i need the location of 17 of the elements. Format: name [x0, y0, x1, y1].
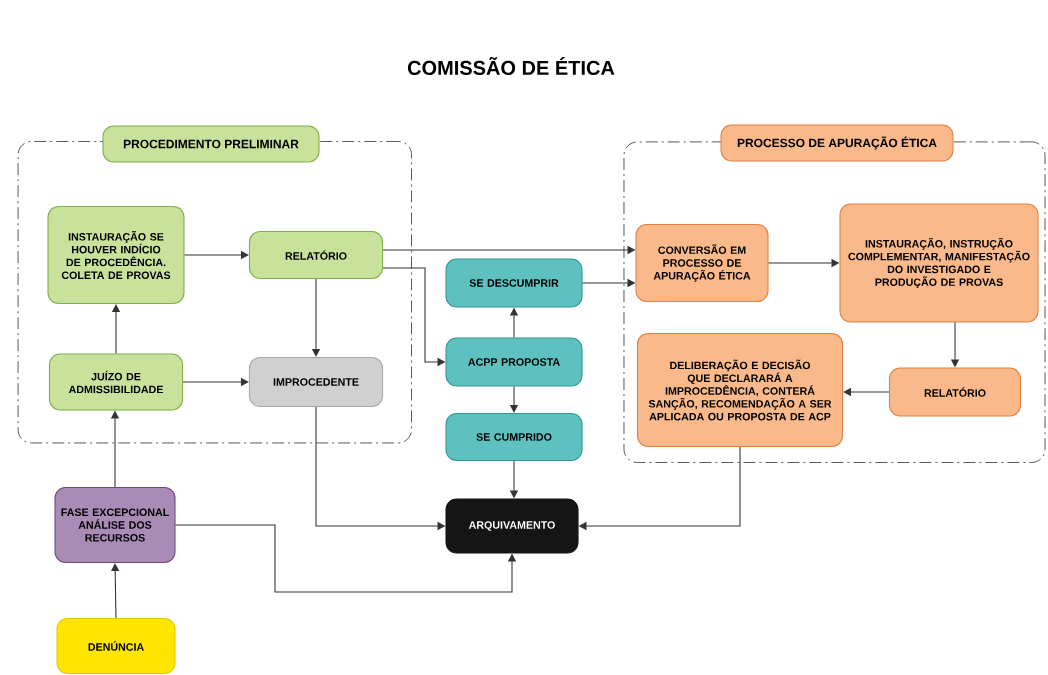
process-box: RELATÓRIO — [889, 367, 1021, 417]
process-box: INSTAURAÇÃO SE HOUVER INDÍCIO DE PROCEDÊNCIA. COLETA DE PROVAS — [47, 205, 185, 305]
process-box: SE CUMPRIDO — [445, 413, 583, 461]
process-box: DENÚNCIA — [56, 618, 176, 674]
process-box: IMPROCEDENTE — [248, 356, 384, 408]
group-header: PROCEDIMENTO PRELIMINAR — [102, 125, 320, 163]
process-box: RELATÓRIO — [248, 231, 384, 279]
process-box: SE DESCUMPRIR — [445, 258, 583, 308]
title: COMISSÃO DE ÉTICA — [407, 57, 615, 75]
process-box: JUÍZO DE ADMISSIBILIDADE — [48, 353, 184, 411]
process-box: ARQUIVAMENTO — [445, 498, 579, 554]
process-box: ACPP PROPOSTA — [445, 337, 583, 387]
process-box: DELIBERAÇÃO E DECISÃO QUE DECLARARÁ A IMPROCEDÊNCIA, CONTERÁ SANÇÃO, RECOMENDAÇÃO A SER APLICADA OU PROPOSTA DE ACP — [636, 332, 844, 448]
process-box: FASE EXCEPCIONAL ANÁLISE DOS RECURSOS — [54, 487, 176, 563]
process-box: INSTAURAÇÃO, INSTRUÇÃO COMPLEMENTAR, MANIFESTAÇÃO DO INVESTIGADO E PRODUÇÃO DE PROVAS — [839, 203, 1039, 323]
process-box: CONVERSÃO EM PROCESSO DE APURAÇÃO ÉTICA — [635, 223, 769, 303]
group-header: PROCESSO DE APURAÇÃO ÉTICA — [720, 124, 954, 162]
